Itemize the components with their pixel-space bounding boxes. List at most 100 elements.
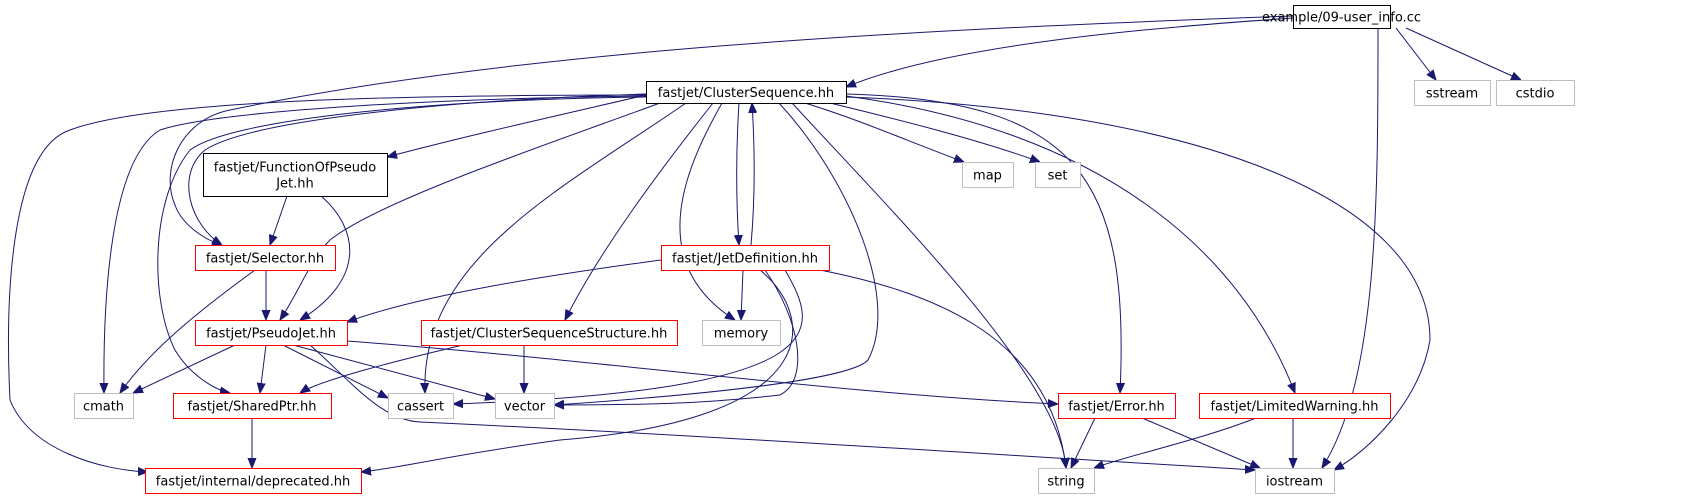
edge-pseudojet-to-cassert (282, 344, 388, 398)
edge-pseudojet-to-sharedptr (260, 344, 267, 393)
node-limwarn[interactable]: fastjet/LimitedWarning.hh (1199, 393, 1391, 419)
node-label: iostream (1266, 475, 1323, 490)
node-label: string (1047, 475, 1084, 490)
node-label: sstream (1426, 87, 1478, 102)
node-label: fastjet/FunctionOfPseudo (214, 161, 376, 176)
node-string: string (1038, 468, 1095, 494)
node-box (1293, 5, 1391, 29)
node-box (173, 393, 332, 419)
node-label: fastjet/JetDefinition.hh (672, 252, 818, 267)
edge-limwarn-to-string (1094, 417, 1257, 468)
edge-error-to-string (1071, 417, 1096, 468)
node-iostream: iostream (1255, 468, 1335, 494)
node-box (1199, 393, 1391, 419)
node-deprecated[interactable]: fastjet/internal/deprecated.hh (145, 468, 362, 494)
node-error[interactable]: fastjet/Error.hh (1058, 393, 1176, 419)
edge-pseudojet-to-vector (292, 344, 495, 399)
node-set: set (1035, 162, 1081, 188)
edge-pseudojet-to-cmath (133, 344, 236, 393)
edge-clusterseq-to-cassert (425, 102, 687, 393)
node-box (1038, 468, 1095, 494)
node-vector: vector (495, 393, 555, 419)
node-cmath: cmath (74, 393, 134, 419)
node-csstruct[interactable]: fastjet/ClusterSequenceStructure.hh (421, 320, 678, 346)
edge-clusterseq-to-csstruct (565, 102, 714, 320)
edge-root-to-iostream (1322, 27, 1379, 468)
node-label: map (973, 169, 1002, 184)
node-label: fastjet/SharedPtr.hh (188, 400, 317, 415)
node-box (646, 81, 847, 104)
edge-funcpj-to-pseudojet (300, 195, 351, 320)
edge-funcpj-to-selector (270, 195, 288, 245)
node-label: fastjet/ClusterSequence.hh (658, 86, 834, 101)
node-box (661, 245, 830, 271)
node-box (145, 468, 362, 494)
node-box (195, 320, 348, 346)
edge-root-to-clusterseq (846, 17, 1294, 87)
edge-clusterseq-to-cmath (104, 95, 647, 393)
node-box (495, 393, 555, 419)
edge-jetdef-to-clusterseq (751, 103, 754, 246)
node-label: cmath (83, 400, 124, 415)
node-clusterseq[interactable]: fastjet/ClusterSequence.hh (646, 81, 847, 104)
edge-jetdef-to-cassert (453, 269, 803, 404)
node-label: example/09-user_info.cc (1262, 11, 1421, 26)
node-label: set (1048, 169, 1068, 184)
edge-jetdef-to-string (819, 269, 1066, 468)
node-root[interactable]: example/09-user_info.cc (1262, 5, 1421, 29)
edge-error-to-iostream (1141, 417, 1260, 468)
node-label: fastjet/Selector.hh (206, 252, 324, 267)
node-box (962, 162, 1014, 188)
edge-clusterseq-to-funcpj (387, 94, 647, 157)
edge-clusterseq-to-sharedptr (157, 96, 647, 393)
node-label: fastjet/internal/deprecated.hh (156, 475, 350, 490)
edge-clusterseq-to-set (829, 102, 1040, 162)
node-sstream: sstream (1414, 80, 1491, 106)
node-box (1496, 80, 1575, 106)
node-label: fastjet/LimitedWarning.hh (1210, 400, 1378, 415)
node-cstdio: cstdio (1496, 80, 1575, 106)
edge-clusterseq-to-jetdef (737, 102, 739, 245)
node-pseudojet[interactable]: fastjet/PseudoJet.hh (195, 320, 348, 346)
node-selector[interactable]: fastjet/Selector.hh (195, 245, 336, 271)
node-box (421, 320, 678, 346)
edges-layer (8, 15, 1521, 472)
node-box (203, 153, 388, 197)
edge-clusterseq-to-vector (554, 102, 879, 405)
node-map: map (962, 162, 1014, 188)
node-sharedptr[interactable]: fastjet/SharedPtr.hh (173, 393, 332, 419)
node-label: vector (504, 400, 546, 415)
edge-clusterseq-to-pseudojet (280, 102, 661, 320)
edge-clusterseq-to-memory (679, 102, 735, 320)
node-memory: memory (702, 320, 781, 346)
node-label: cstdio (1516, 87, 1555, 102)
node-jetdef[interactable]: fastjet/JetDefinition.hh (661, 245, 830, 271)
node-label: fastjet/PseudoJet.hh (206, 327, 336, 342)
node-label: memory (714, 327, 769, 342)
edge-csstruct-to-sharedptr (300, 344, 464, 393)
edge-selector-to-cmath (120, 269, 256, 393)
node-box (1058, 393, 1176, 419)
edge-clusterseq-to-deprecated (8, 94, 647, 472)
node-box (702, 320, 781, 346)
edge-clusterseq-to-map (804, 102, 964, 162)
node-box (1255, 468, 1335, 494)
edge-jetdef-to-vector (554, 269, 799, 405)
node-label: Jet.hh (275, 177, 314, 192)
node-label: cassert (397, 400, 444, 415)
node-box (74, 393, 134, 419)
edge-root-to-cstdio (1405, 27, 1521, 80)
edge-clusterseq-to-iostream (845, 96, 1431, 470)
edge-clusterseq-to-limwarn (845, 95, 1295, 393)
node-box (1035, 162, 1081, 188)
node-label: fastjet/ClusterSequenceStructure.hh (431, 327, 668, 342)
edge-jetdef-to-memory (741, 269, 743, 320)
edge-pseudojet-to-error (346, 340, 1058, 404)
edge-root-to-selector (169, 15, 1294, 245)
edge-jetdef-to-pseudojet (347, 259, 662, 322)
edge-root-to-sstream (1395, 27, 1436, 80)
node-box (388, 393, 454, 419)
